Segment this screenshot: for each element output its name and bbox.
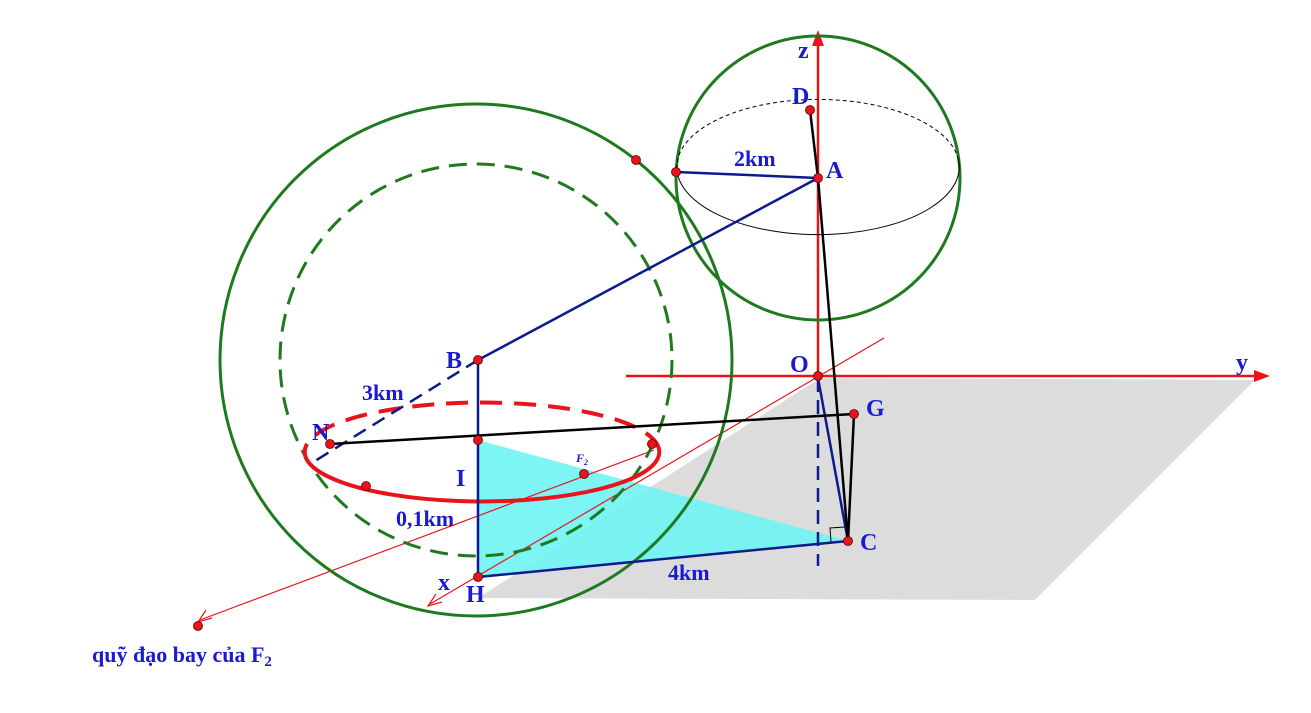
segment-oc xyxy=(816,377,850,542)
point-d xyxy=(805,105,815,115)
flight-trajectory xyxy=(199,449,655,621)
point-h xyxy=(473,572,483,582)
point-o xyxy=(813,371,823,381)
segment-gc xyxy=(846,413,856,542)
label-y-axis: y xyxy=(1236,350,1248,376)
point-i xyxy=(473,435,483,445)
segment-b-radius-dashed xyxy=(309,358,479,466)
label-point-a: A xyxy=(826,158,844,184)
segment-ac xyxy=(816,177,850,542)
label-point-n: N xyxy=(312,420,330,446)
segment-ng xyxy=(329,412,855,446)
label-point-d: D xyxy=(792,84,809,110)
point-orbit-left xyxy=(361,481,371,491)
label-ih: 0,1km xyxy=(396,506,454,531)
orbit-front xyxy=(308,438,662,504)
point-a-radius-end xyxy=(671,167,681,177)
point-b xyxy=(473,355,483,365)
point-c xyxy=(843,536,853,546)
point-sphere-top xyxy=(631,155,641,165)
label-flight-marker: F2 xyxy=(575,451,588,467)
sphere-a-outline xyxy=(674,34,962,322)
x-axis-arrow xyxy=(426,593,443,608)
label-point-o: O xyxy=(790,352,809,378)
right-angle-mark xyxy=(829,526,846,543)
sphere-b-outline xyxy=(218,102,734,618)
label-hc: 4km xyxy=(668,560,710,585)
x-axis xyxy=(429,337,885,605)
point-n xyxy=(325,439,335,449)
label-a-radius: 2km xyxy=(734,146,776,171)
label-point-c: C xyxy=(860,530,877,556)
segment-ab xyxy=(477,176,819,362)
y-axis-arrow xyxy=(1254,370,1270,382)
caption-flight-trajectory: quỹ đạo bay của F2 xyxy=(92,642,272,670)
z-axis-arrow xyxy=(812,30,824,46)
label-x-axis: x xyxy=(438,570,450,596)
sphere-b-inner-dashed xyxy=(278,162,674,558)
label-point-b: B xyxy=(446,348,462,374)
label-z-axis: z xyxy=(798,38,809,64)
label-b-radius: 3km xyxy=(362,380,404,405)
point-g xyxy=(849,409,859,419)
coordinate-axes xyxy=(626,30,1270,382)
segments-blue xyxy=(309,170,850,579)
triangle-ihc xyxy=(478,440,848,577)
segment-hc xyxy=(477,539,849,579)
points xyxy=(193,105,859,631)
label-point-h: H xyxy=(466,582,485,608)
label-point-i: I xyxy=(456,466,465,492)
point-trajectory-end xyxy=(193,621,203,631)
label-point-g: G xyxy=(866,396,885,422)
segment-a-radius xyxy=(675,170,819,180)
segment-da xyxy=(808,109,820,179)
segments-black xyxy=(329,109,856,542)
point-f2 xyxy=(579,469,589,479)
sphere-a-equator-front xyxy=(677,157,960,236)
point-a xyxy=(813,173,823,183)
point-orbit-right xyxy=(647,439,657,449)
